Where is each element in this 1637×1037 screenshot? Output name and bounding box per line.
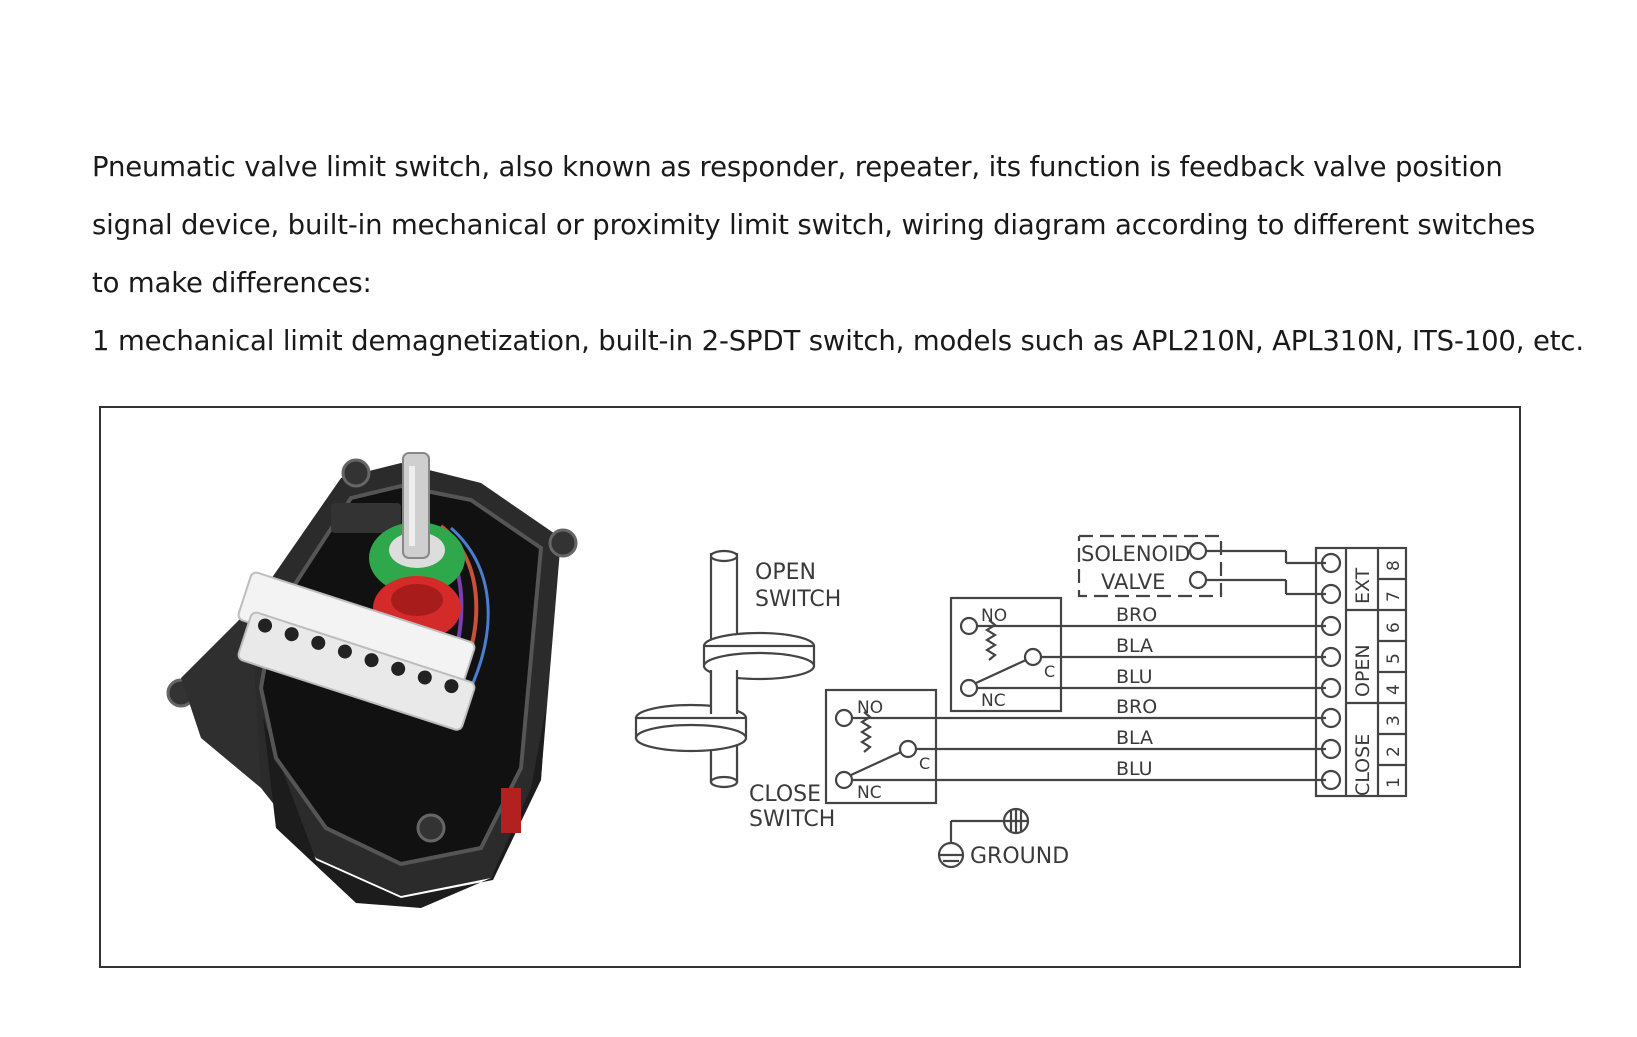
terminal-number: 5 [1384, 653, 1404, 664]
terminal-number: 2 [1384, 746, 1404, 757]
diagram-labels: OPEN SWITCH CLOSE SWITCH SOLENOID VALVE … [749, 542, 1404, 869]
open-switch-no: NO [981, 606, 1007, 626]
terminal-number: 7 [1384, 591, 1404, 602]
wire-label: BLA [1116, 727, 1153, 749]
cam-shaft [634, 549, 816, 789]
close-switch-nc: NC [857, 783, 882, 803]
intro-line-3: to make differences: [92, 267, 372, 299]
terminal-group-open: OPEN [1352, 644, 1374, 697]
open-switch-nc: NC [981, 691, 1006, 711]
terminal-number: 6 [1384, 622, 1404, 633]
solenoid-valve-box [1077, 534, 1326, 598]
wiring-figure: OPEN SWITCH CLOSE SWITCH SOLENOID VALVE … [99, 406, 1521, 968]
figure-canvas: OPEN SWITCH CLOSE SWITCH SOLENOID VALVE … [166, 452, 1408, 908]
solenoid-label-2: VALVE [1101, 570, 1165, 594]
wire-lines [852, 624, 1326, 782]
open-switch-c: C [1044, 662, 1055, 681]
terminal-number: 8 [1384, 560, 1404, 571]
open-switch-label-1: OPEN [755, 560, 816, 585]
terminal-number: 3 [1384, 715, 1404, 726]
close-switch-no: NO [857, 698, 883, 718]
close-switch-label-2: SWITCH [749, 807, 835, 832]
intro-text: Pneumatic valve limit switch, also known… [92, 138, 1592, 370]
terminal-strip [1314, 546, 1408, 798]
open-switch-box [949, 596, 1063, 713]
wiring-schematic [634, 534, 1408, 869]
close-switch-c: C [919, 754, 930, 773]
wire-label: BRO [1116, 696, 1157, 718]
terminal-group-ext: EXT [1352, 567, 1374, 604]
terminal-block-photo [237, 571, 476, 731]
wire-label: BLU [1116, 758, 1153, 780]
terminal-group-close: CLOSE [1352, 734, 1374, 796]
limit-switch-box-photo [166, 452, 578, 908]
open-switch-label-2: SWITCH [755, 587, 841, 612]
solenoid-label-1: SOLENOID [1081, 542, 1190, 566]
intro-line-1: Pneumatic valve limit switch, also known… [92, 151, 1503, 183]
terminal-number: 4 [1384, 684, 1404, 695]
intro-line-4: 1 mechanical limit demagnetization, buil… [92, 325, 1584, 357]
wire-label: BLA [1116, 635, 1153, 657]
terminal-number: 1 [1384, 777, 1404, 788]
wire-label: BRO [1116, 604, 1157, 626]
close-switch-label-1: CLOSE [749, 782, 821, 807]
intro-line-2: signal device, built-in mechanical or pr… [92, 209, 1536, 241]
ground-symbol [937, 807, 1030, 869]
wire-label: BLU [1116, 666, 1153, 688]
ground-label: GROUND [970, 844, 1069, 869]
